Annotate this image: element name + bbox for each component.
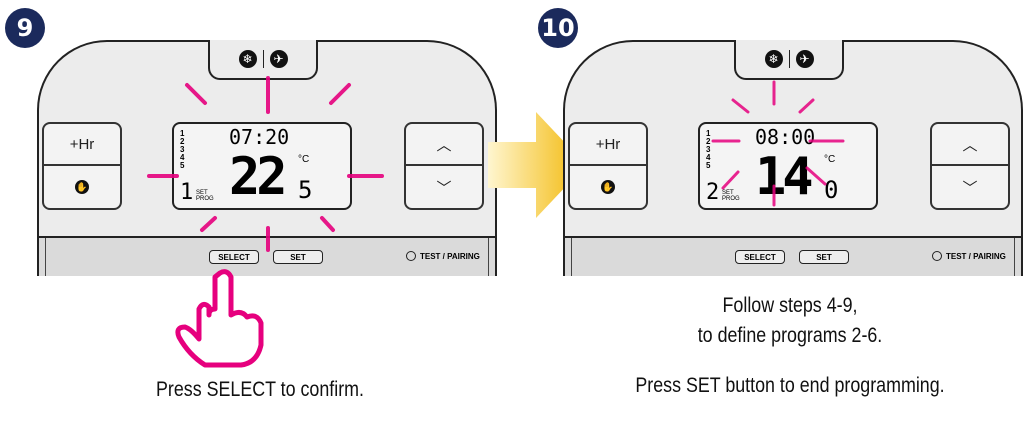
unit-label: °C [298,154,310,165]
chevron-up-icon: ︿ [436,136,452,154]
down-button[interactable]: ﹀ [932,166,1008,208]
unit-label: °C [824,154,836,165]
mode-tab: ❄✈ [734,40,844,80]
set-button[interactable]: SET [273,250,323,264]
select-button[interactable]: SELECT [735,250,785,264]
left-buttons: +Hr ✋ [42,122,122,210]
next-step-arrow [488,112,586,218]
hr-button[interactable]: +Hr [44,124,120,166]
pairing-led-icon [932,251,942,261]
test-pairing[interactable]: TEST / PAIRING [406,251,480,261]
test-pairing[interactable]: TEST / PAIRING [932,251,1006,261]
blink-rays [711,80,845,207]
temperature-decimal: 0 [824,176,839,204]
divider [788,50,790,68]
temperature-integer: 14 [755,147,814,207]
right-buttons: ︿﹀ [930,122,1010,210]
bottom-bar: SELECT SET TEST / PAIRING [563,236,1023,276]
hand-stop-icon: ✋ [75,180,89,194]
left-buttons: +Hr ✋ [568,122,648,210]
pairing-led-icon [406,251,416,261]
snowflake-icon: ❄ [764,50,783,68]
hr-button[interactable]: +Hr [570,124,646,166]
airplane-icon: ✈ [269,50,288,68]
chevron-down-icon: ﹀ [962,179,978,197]
select-button[interactable]: SELECT [209,250,259,264]
time-display: 07:20 [229,125,290,149]
snowflake-icon: ❄ [238,50,257,68]
mode-tab: ❄✈ [208,40,318,80]
airplane-icon: ✈ [795,50,814,68]
chevron-down-icon: ﹀ [436,179,452,197]
caption-step-9: Press SELECT to confirm. [155,378,364,401]
down-button[interactable]: ﹀ [406,166,482,208]
blink-rays [147,76,384,252]
caption-step-10: Follow steps 4-9,to define programs 2-6. [697,294,883,347]
divider [262,50,264,68]
chevron-up-icon: ︿ [962,136,978,154]
pointing-hand-icon [175,269,264,368]
caption-end-programming: Press SET button to end programming. [635,374,945,397]
temperature-integer: 22 [229,147,288,207]
right-buttons: ︿﹀ [404,122,484,210]
time-display: 08:00 [755,125,816,149]
up-button[interactable]: ︿ [406,124,482,166]
step-badge-9: 9 [5,8,45,48]
up-button[interactable]: ︿ [932,124,1008,166]
program-number: 2 [706,180,720,205]
step-badge-10: 10 [538,8,578,48]
hand-button[interactable]: ✋ [570,166,646,208]
set-button[interactable]: SET [799,250,849,264]
program-number: 1 [180,180,194,205]
temperature-decimal: 5 [298,176,313,204]
hand-button[interactable]: ✋ [44,166,120,208]
hand-stop-icon: ✋ [601,180,615,194]
